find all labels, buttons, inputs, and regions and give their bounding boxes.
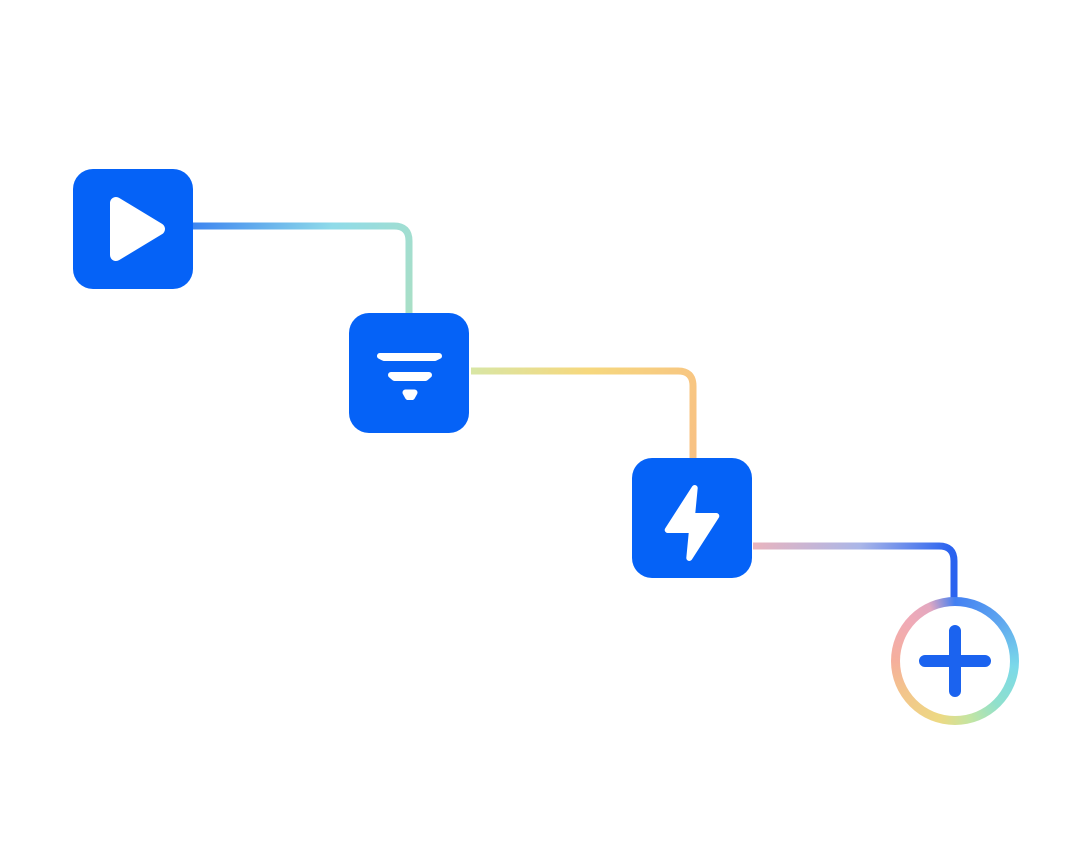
action-node[interactable] bbox=[632, 458, 752, 578]
connector-trigger-to-filter bbox=[193, 222, 413, 316]
connector-action-to-add-step bbox=[753, 542, 958, 601]
trigger-node[interactable] bbox=[73, 169, 193, 289]
lightning-icon bbox=[664, 485, 720, 561]
filter-icon bbox=[377, 353, 442, 400]
add-step-button[interactable] bbox=[891, 597, 1019, 725]
filter-node[interactable] bbox=[349, 313, 469, 433]
play-icon bbox=[110, 197, 165, 261]
connector-filter-to-action bbox=[471, 367, 697, 460]
plus-icon bbox=[919, 625, 991, 697]
